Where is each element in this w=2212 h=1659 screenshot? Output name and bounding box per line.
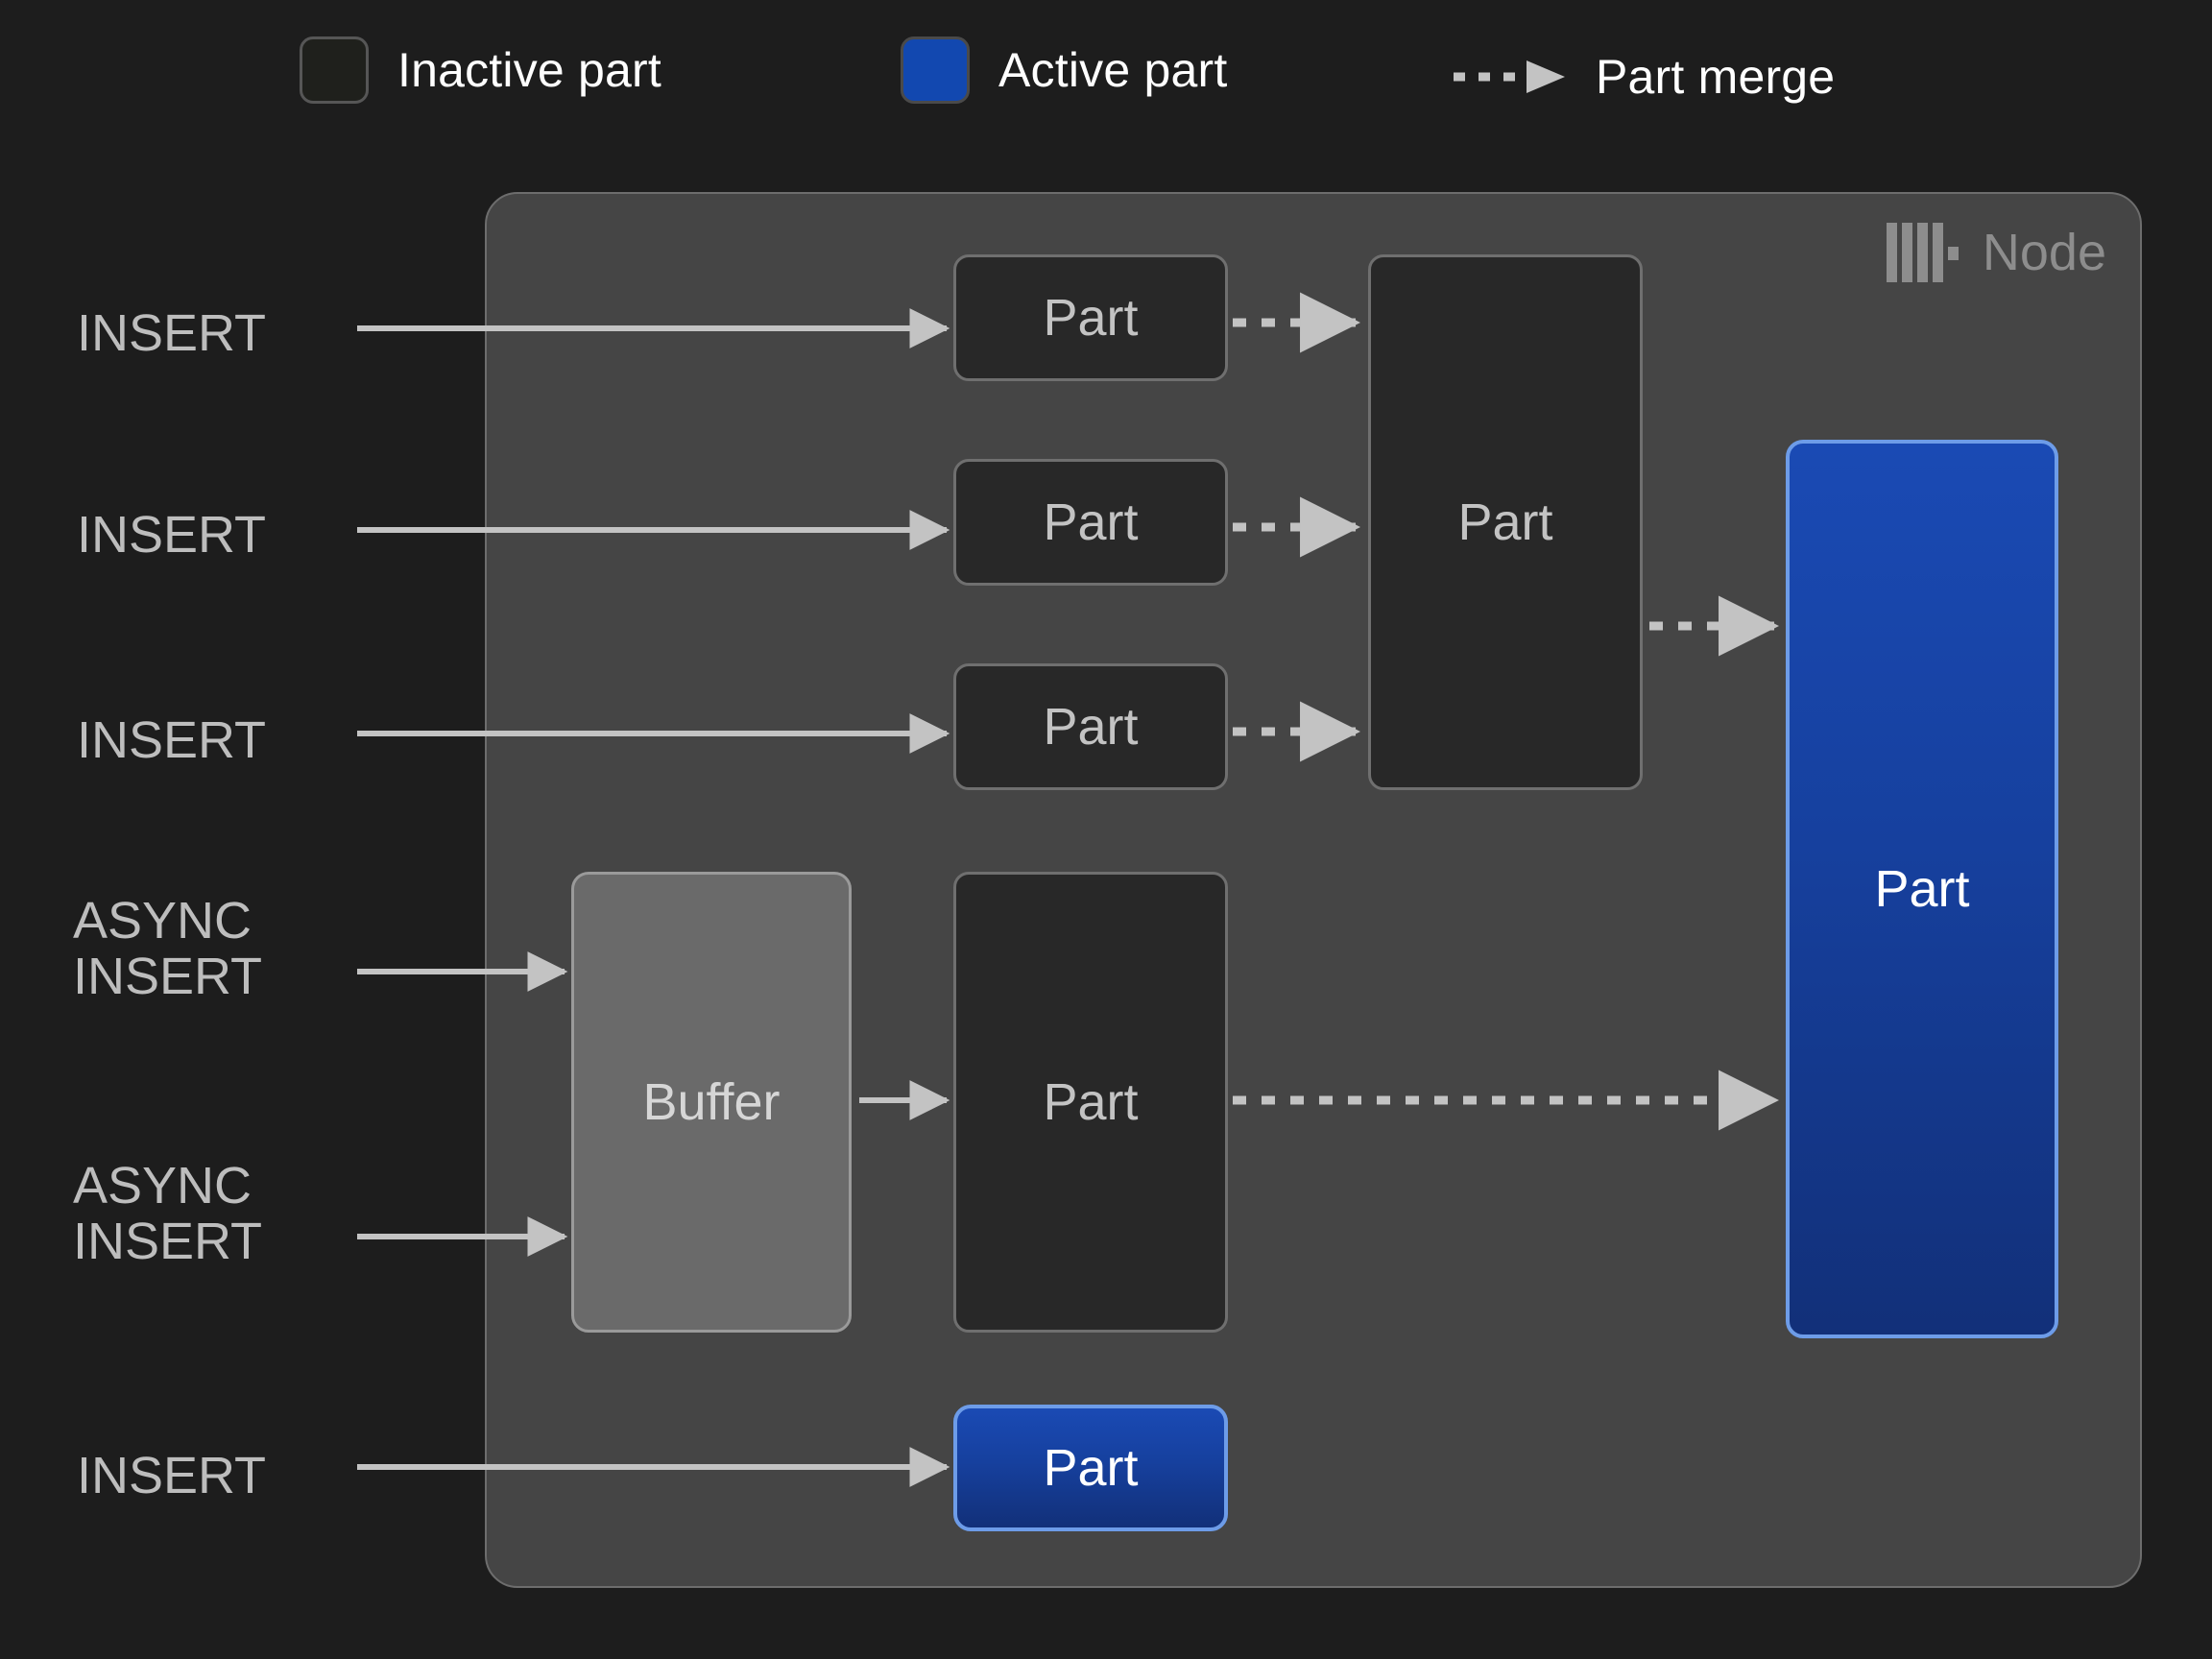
- final-active-part-box-label: Part: [1874, 860, 1970, 918]
- buffer-box[interactable]: Buffer: [571, 872, 852, 1333]
- part-box-b[interactable]: Part: [953, 459, 1228, 586]
- flow-label-async-insert-2: ASYNC INSERT: [73, 1157, 263, 1270]
- flow-label-async-insert-1: ASYNC INSERT: [73, 892, 263, 1005]
- active-insert-part-box-label: Part: [1043, 1439, 1139, 1497]
- legend-item-part-merge: Part merge: [1452, 53, 1835, 101]
- active-insert-part-box[interactable]: Part: [953, 1405, 1228, 1531]
- part-box-b-label: Part: [1043, 493, 1139, 551]
- node-header: Node: [1886, 223, 2106, 282]
- flow-label-insert-3: INSERT: [77, 711, 267, 769]
- part-box-c[interactable]: Part: [953, 663, 1228, 790]
- legend: Inactive part Active part Part merge: [0, 0, 2212, 182]
- merged-part-box-label: Part: [1457, 493, 1553, 551]
- part-box-c-label: Part: [1043, 698, 1139, 756]
- inactive-part-swatch-icon: [300, 36, 369, 104]
- flow-label-insert-4: INSERT: [77, 1447, 267, 1504]
- part-box-a-label: Part: [1043, 289, 1139, 347]
- part-box-a[interactable]: Part: [953, 254, 1228, 381]
- legend-label-active-part: Active part: [998, 43, 1228, 97]
- buffer-part-box-label: Part: [1043, 1073, 1139, 1131]
- final-active-part-box[interactable]: Part: [1786, 440, 2058, 1338]
- flow-label-insert-1: INSERT: [77, 304, 267, 362]
- dashed-arrow-icon: [1452, 60, 1567, 93]
- legend-item-active-part: Active part: [901, 36, 1227, 104]
- flow-label-insert-2: INSERT: [77, 506, 267, 564]
- buffer-box-label: Buffer: [642, 1073, 781, 1131]
- legend-item-inactive-part: Inactive part: [300, 36, 661, 104]
- legend-label-part-merge: Part merge: [1596, 50, 1836, 104]
- node-title: Node: [1982, 224, 2106, 281]
- merged-part-box[interactable]: Part: [1368, 254, 1643, 790]
- buffer-part-box[interactable]: Part: [953, 872, 1228, 1333]
- clickhouse-logo-icon: [1886, 223, 1961, 282]
- legend-label-inactive-part: Inactive part: [397, 43, 661, 97]
- active-part-swatch-icon: [901, 36, 970, 104]
